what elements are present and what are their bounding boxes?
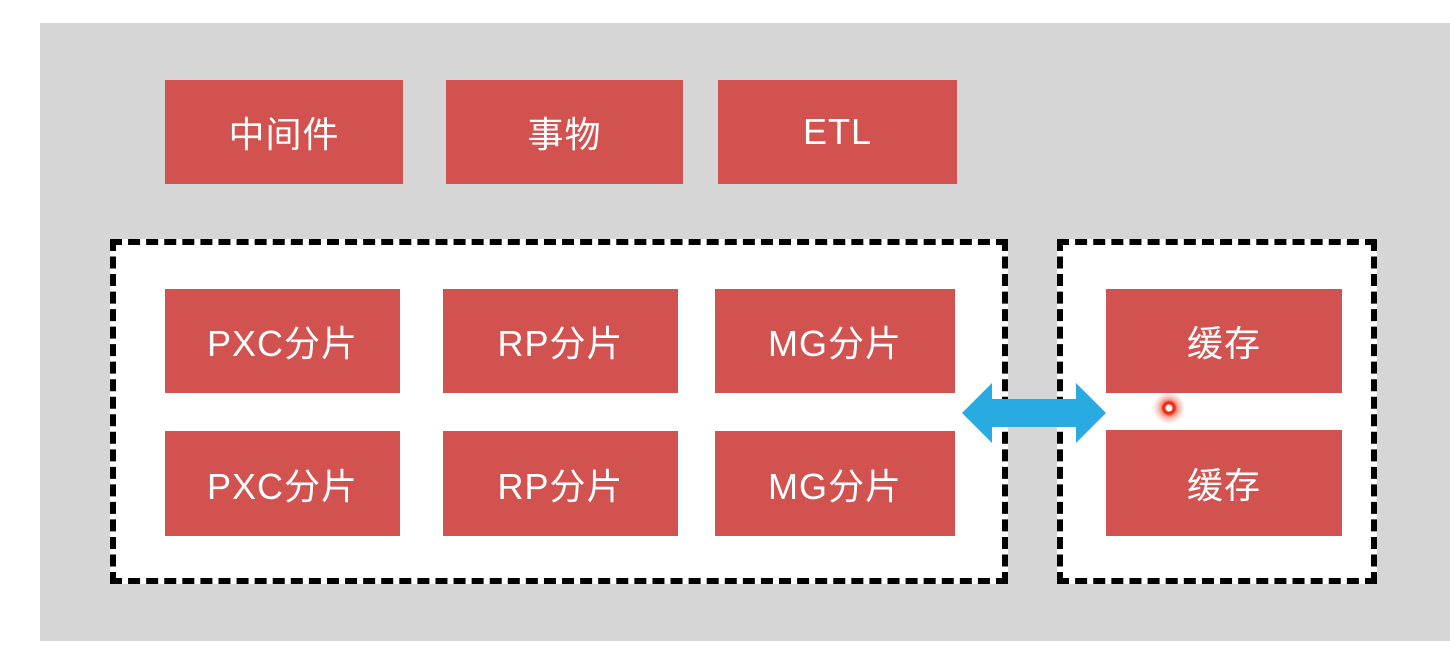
double-arrow-shape bbox=[962, 383, 1106, 443]
mg-shard-box-row1: MG分片 bbox=[715, 289, 955, 393]
pxc-shard-box-row1: PXC分片 bbox=[165, 289, 400, 393]
cache-box-top: 缓存 bbox=[1106, 289, 1342, 393]
transaction-box: 事物 bbox=[446, 80, 683, 184]
rp-shard-box-row1: RP分片 bbox=[443, 289, 678, 393]
rp-shard-box-row2: RP分片 bbox=[443, 431, 678, 536]
mg-shard-box-row2: MG分片 bbox=[715, 431, 955, 536]
pxc-shard-box-row2: PXC分片 bbox=[165, 431, 400, 536]
sync-arrow-icon bbox=[962, 383, 1106, 443]
etl-box: ETL bbox=[718, 80, 957, 184]
laser-pointer-dot-icon bbox=[1152, 391, 1186, 425]
middleware-box: 中间件 bbox=[165, 80, 403, 184]
cache-box-bottom: 缓存 bbox=[1106, 430, 1342, 536]
